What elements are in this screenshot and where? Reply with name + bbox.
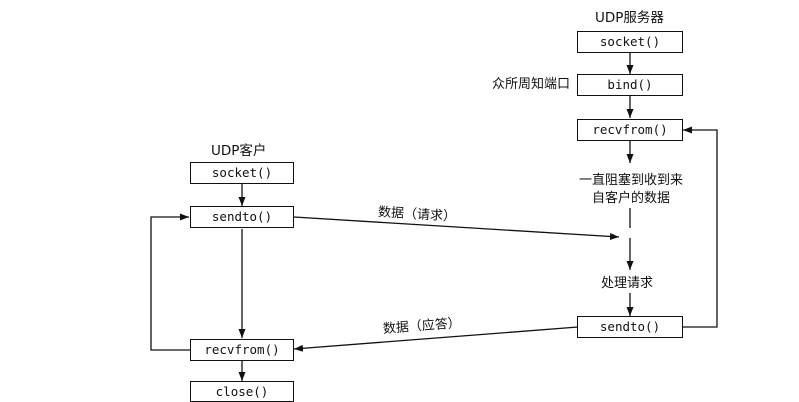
client-sendto-box: sendto()	[190, 206, 294, 228]
arrow-reply-message	[293, 326, 579, 352]
server-process-note: 处理请求	[601, 276, 654, 291]
arrow-client-loop-back	[150, 213, 190, 351]
arrow-request-message	[293, 216, 620, 240]
server-block-note: 一直阻塞到收到来自客户的数据	[578, 173, 683, 206]
arrow-server-loop-back	[683, 126, 718, 328]
client-close-box: close()	[190, 381, 294, 402]
server-title: UDP服务器	[595, 10, 664, 26]
server-bind-note: 众所周知端口	[492, 77, 571, 92]
client-title: UDP客户	[211, 143, 267, 159]
server-recvfrom-box: recvfrom()	[577, 119, 683, 141]
client-recvfrom-box: recvfrom()	[190, 339, 294, 361]
client-socket-box: socket()	[190, 162, 294, 184]
server-sendto-box: sendto()	[577, 316, 683, 338]
server-socket-box: socket()	[577, 31, 683, 53]
server-bind-box: bind()	[577, 74, 683, 96]
